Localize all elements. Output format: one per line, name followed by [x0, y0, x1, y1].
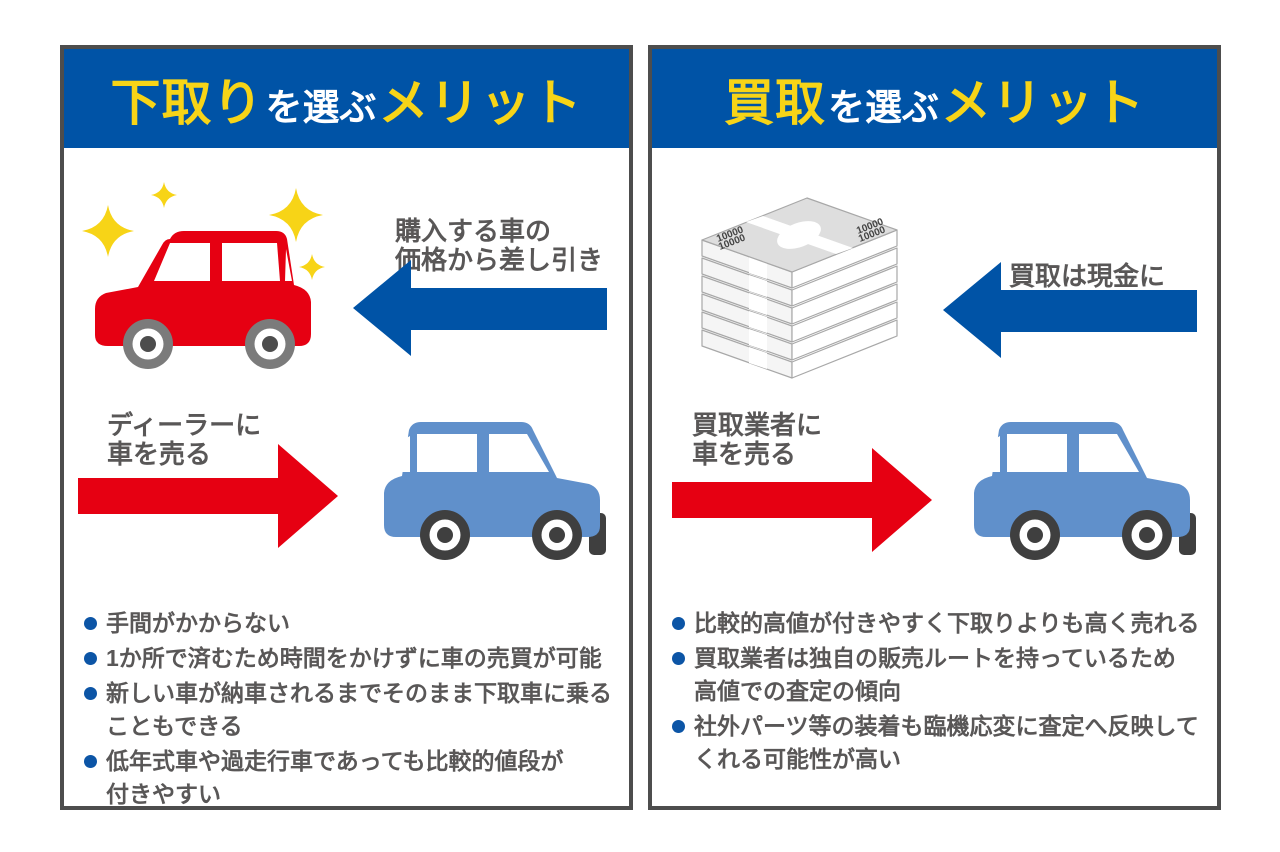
sparkles-icon [82, 182, 325, 280]
merit-text: 低年式車や過走行車であっても比較的値段が 付きやすい [106, 748, 564, 807]
wheel-icon [123, 319, 173, 369]
deduction-arrow-left-icon [353, 258, 607, 358]
header-merit: メリット [941, 74, 1145, 131]
cash-arrow-left-icon [943, 260, 1197, 360]
header-keyword: 買取 [724, 74, 826, 131]
bullet-dot-icon [672, 652, 685, 665]
merit-list: 比較的高値が付きやすく下取りよりも高く売れる 買取業者は独自の販売ルートを持って… [670, 607, 1207, 778]
merit-text: 1か所で済むため時間をかけずに車の売買が可能 [106, 645, 602, 671]
merit-list: 手間がかからない 1か所で済むため時間をかけずに車の売買が可能 新しい車が納車さ… [82, 607, 619, 813]
sparkling-red-car-icon [80, 179, 330, 379]
merit-text: 新しい車が納車されるまでそのまま下取車に乗る こともできる [106, 680, 612, 739]
merit-text: 買取業者は独自の販売ルートを持っているため 高値での査定の傾向 [694, 645, 1176, 704]
merit-text: 手間がかからない [106, 610, 290, 636]
merit-item: 社外パーツ等の装着も臨機応変に査定へ反映して くれる可能性が高い [670, 710, 1207, 776]
money-stack-icon: 10000 10000 10000 10000 [692, 190, 912, 390]
merit-item: 手間がかからない [82, 607, 619, 640]
blue-car-icon [365, 370, 615, 570]
merit-item: 比較的高値が付きやすく下取りよりも高く売れる [670, 607, 1207, 640]
wheel-icon [1010, 510, 1060, 560]
buyback-panel: 買取 を選ぶ メリット [648, 45, 1221, 810]
header-merit: メリット [378, 74, 583, 131]
wheel-icon [532, 510, 582, 560]
bullet-dot-icon [672, 720, 685, 733]
cash-arrow-label: 買取は現金に [1008, 261, 1165, 291]
blue-car-icon [955, 370, 1205, 570]
bullet-dot-icon [672, 617, 685, 630]
bullet-dot-icon [84, 755, 97, 768]
merit-item: 新しい車が納車されるまでそのまま下取車に乗る こともできる [82, 677, 619, 743]
sell-to-buyer-arrow-right-icon [672, 444, 932, 556]
header-connector: を選ぶ [828, 86, 939, 128]
buyback-header: 買取 を選ぶ メリット [652, 49, 1217, 148]
wheel-icon [245, 319, 295, 369]
bullet-dot-icon [84, 617, 97, 630]
trade-in-header: 下取り を選ぶ メリット [64, 49, 629, 148]
wheel-icon [1122, 510, 1172, 560]
sell-to-buyer-label: 買取業者に 車を売る [692, 410, 823, 469]
deduction-arrow-label: 購入する車の 価格から差し引き [395, 216, 604, 275]
merit-item: 買取業者は独自の販売ルートを持っているため 高値での査定の傾向 [670, 642, 1207, 708]
header-connector: を選ぶ [265, 86, 377, 128]
merit-text: 比較的高値が付きやすく下取りよりも高く売れる [694, 610, 1200, 636]
bullet-dot-icon [84, 652, 97, 665]
merit-text: 社外パーツ等の装着も臨機応変に査定へ反映して くれる可能性が高い [694, 713, 1199, 772]
bullet-dot-icon [84, 687, 97, 700]
sell-to-dealer-arrow-right-icon [78, 440, 338, 552]
header-keyword: 下取り [110, 74, 264, 131]
sell-to-dealer-label: ディーラーに 車を売る [107, 410, 262, 469]
trade-in-panel: 下取り を選ぶ メリット [60, 45, 633, 810]
wheel-icon [420, 510, 470, 560]
merit-item: 低年式車や過走行車であっても比較的値段が 付きやすい [82, 745, 619, 811]
merit-item: 1か所で済むため時間をかけずに車の売買が可能 [82, 642, 619, 675]
red-car-icon [95, 231, 311, 369]
